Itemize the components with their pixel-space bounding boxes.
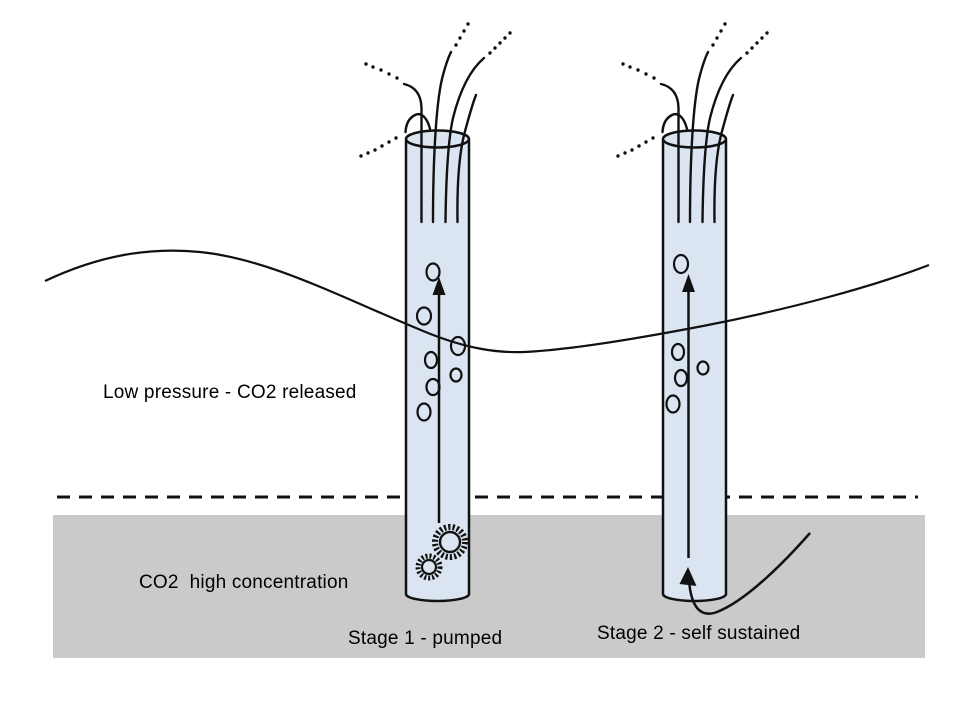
stage2-inflow-arrow <box>679 532 811 615</box>
stage1-tube <box>358 21 513 603</box>
co2-rich-layer <box>53 515 925 658</box>
high-concentration-label: CO2 high concentration <box>139 572 349 593</box>
stage1-label: Stage 1 - pumped <box>348 628 503 649</box>
low-pressure-label: Low pressure - CO2 released <box>103 382 357 403</box>
stage2-tube <box>615 21 811 615</box>
stage1-bubbles <box>415 262 467 422</box>
stage2-upflow-arrow <box>682 274 695 558</box>
stage1-tube-shell <box>358 21 513 603</box>
stage2-bubbles <box>665 253 710 414</box>
water-surface-line <box>44 249 930 354</box>
stage2-label: Stage 2 - self sustained <box>597 623 801 644</box>
pump-gears-icon <box>415 524 468 581</box>
stage2-tube-shell <box>615 21 770 603</box>
stage1-upflow-arrow <box>432 277 446 523</box>
